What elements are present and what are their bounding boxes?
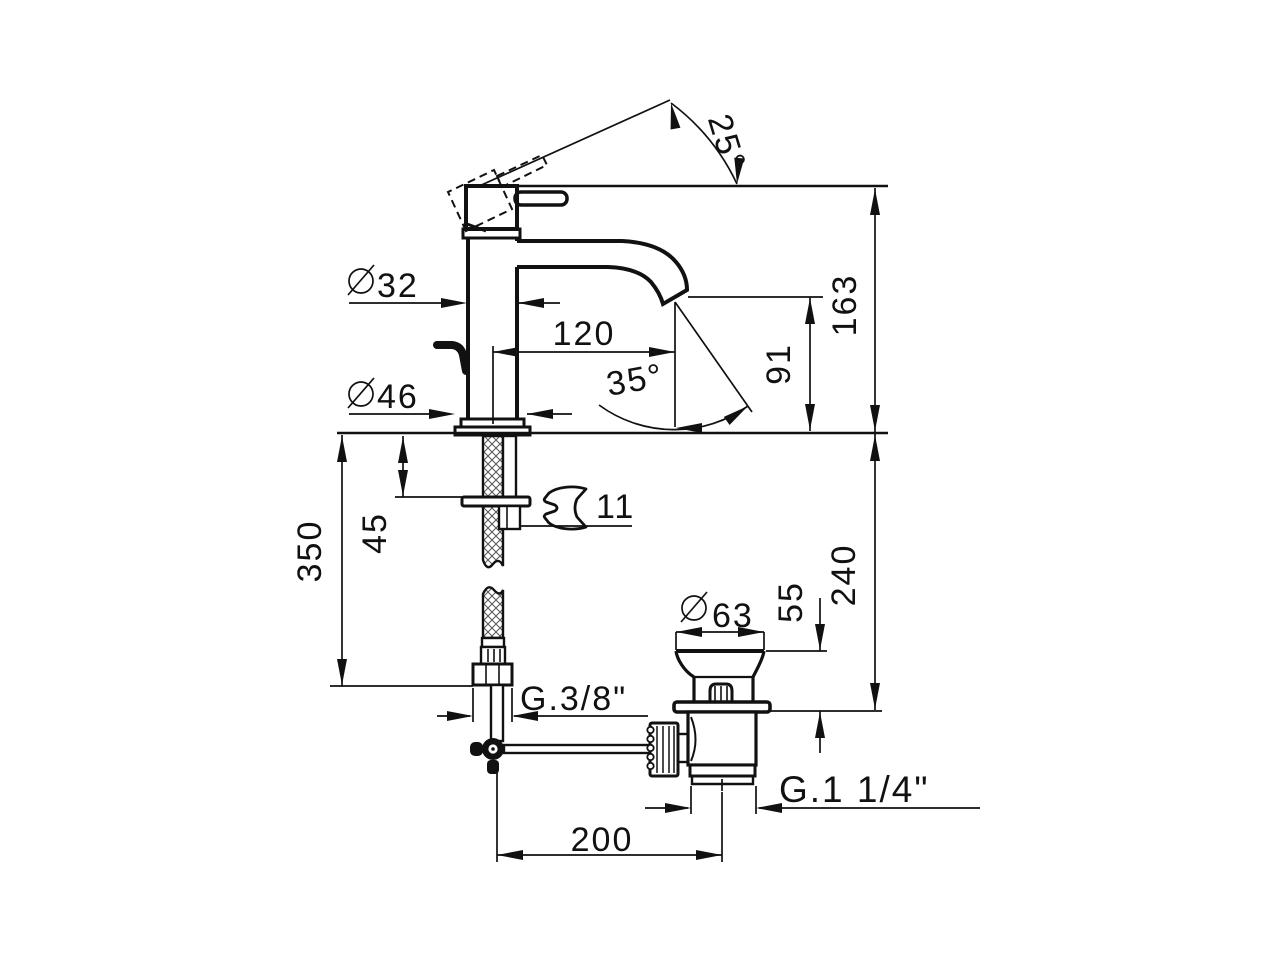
knurl-ribs bbox=[656, 726, 675, 773]
faucet-body bbox=[337, 99, 888, 786]
ball-joint-bottom-stub bbox=[487, 760, 499, 774]
cartridge-head bbox=[464, 184, 519, 231]
hose-collar bbox=[479, 645, 507, 666]
dimension-labels: 25° 32 46 120 35° 91 163 240 55 350 45 1… bbox=[291, 110, 930, 859]
braided-hose-lower bbox=[481, 586, 505, 640]
dim-base-diameter bbox=[347, 377, 572, 419]
dim-waste-depth bbox=[770, 434, 882, 712]
hose-nut-facets bbox=[485, 665, 500, 684]
hose-thread-stub bbox=[489, 683, 505, 743]
ball-joint-dot bbox=[491, 747, 495, 751]
dim-hose-length bbox=[330, 435, 473, 687]
dim-jet-angle bbox=[598, 301, 753, 433]
dim-outlet-height bbox=[688, 296, 823, 431]
waste-flare-left bbox=[674, 650, 695, 679]
hose-ferrule bbox=[480, 636, 506, 649]
label-outlet-height: 91 bbox=[760, 343, 798, 385]
wrench-icon bbox=[542, 485, 588, 531]
label-fixing-thickness: 45 bbox=[356, 512, 394, 554]
label-supply-thread: G.3/8" bbox=[520, 680, 627, 718]
label-spout-reach: 120 bbox=[553, 315, 616, 353]
label-total-height: 163 bbox=[826, 274, 864, 337]
dim-waste-top-height bbox=[766, 598, 827, 753]
diameter-icon bbox=[348, 381, 374, 407]
dim-waste-cap-diameter bbox=[675, 591, 765, 650]
handle-raised-lever-dashed bbox=[495, 153, 549, 189]
dim-spout-reach bbox=[492, 346, 675, 424]
handle-lever bbox=[513, 190, 569, 207]
handle-raised-body-dashed bbox=[446, 168, 514, 233]
handle-angle-arc bbox=[670, 102, 738, 185]
diameter-icon bbox=[348, 268, 374, 294]
waste-thread-band bbox=[688, 763, 757, 778]
label-waste-top-height: 55 bbox=[772, 581, 810, 623]
label-wrench-size: 11 bbox=[596, 488, 635, 526]
label-hose-length: 350 bbox=[291, 520, 329, 583]
head-collar bbox=[461, 227, 522, 240]
label-handle-angle: 25° bbox=[700, 110, 753, 176]
label-waste-cap-diameter: 63 bbox=[712, 597, 754, 635]
label-body-diameter: 32 bbox=[377, 267, 419, 305]
dim-rod-distance bbox=[496, 768, 723, 862]
label-jet-angle: 35° bbox=[604, 356, 667, 403]
popup-rod-knob bbox=[433, 341, 470, 375]
hose-connection-nut bbox=[471, 662, 514, 687]
waste-lower-body bbox=[686, 710, 758, 767]
label-waste-depth: 240 bbox=[825, 544, 863, 607]
diameter-icon bbox=[681, 595, 707, 621]
dim-supply-thread bbox=[437, 688, 648, 722]
dim-total-height bbox=[870, 188, 880, 432]
threaded-shank bbox=[501, 434, 518, 499]
label-waste-thread: G.1 1/4" bbox=[779, 769, 930, 810]
waste-plug-ribs bbox=[714, 686, 728, 701]
label-base-diameter: 46 bbox=[377, 378, 419, 416]
dimensions bbox=[330, 188, 980, 862]
mounting-nut bbox=[497, 504, 522, 531]
handle-angle-line bbox=[476, 99, 671, 188]
mounting-washer bbox=[460, 495, 532, 508]
horizontal-linkage-rod bbox=[502, 743, 652, 755]
dim-body-diameter bbox=[347, 264, 560, 308]
spout bbox=[517, 239, 690, 308]
base-flange bbox=[453, 425, 532, 437]
dim-waste-thread bbox=[645, 786, 980, 814]
knurl-bumps bbox=[646, 725, 655, 771]
dim-fixing-thickness bbox=[395, 436, 462, 498]
waste-flare-right bbox=[751, 650, 766, 678]
ball-joint-left-stub bbox=[470, 742, 483, 756]
waste-inner-curve bbox=[690, 716, 697, 762]
hose-collar-ribs bbox=[487, 649, 501, 662]
label-rod-distance: 200 bbox=[571, 821, 634, 859]
